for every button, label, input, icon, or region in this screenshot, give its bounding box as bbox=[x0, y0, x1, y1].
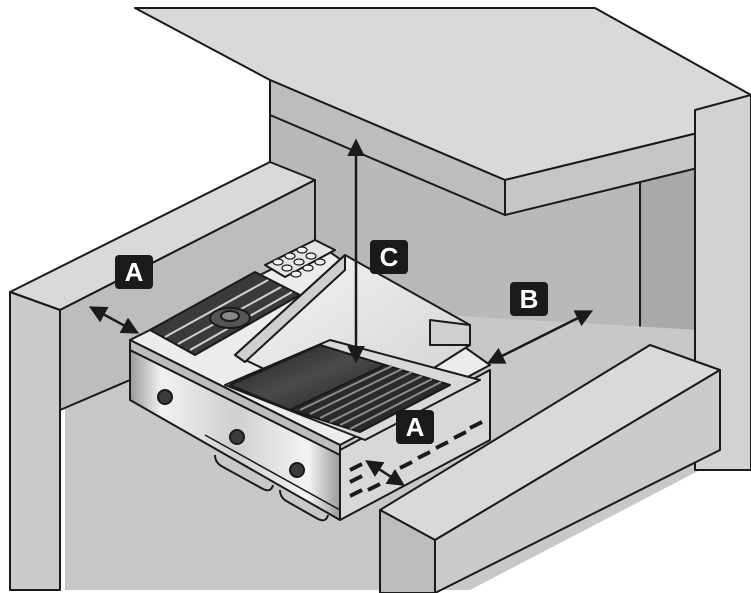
dimension-arrows bbox=[88, 138, 594, 486]
knob-right bbox=[289, 462, 305, 478]
grill-grate-bars bbox=[299, 365, 442, 430]
wind-shield-side-left bbox=[234, 254, 346, 363]
grill-top-rim bbox=[129, 339, 341, 456]
wind-shield-side-right bbox=[429, 319, 471, 346]
top-slab-side bbox=[269, 79, 506, 216]
label-a-left: A bbox=[115, 255, 153, 289]
knob-left bbox=[157, 389, 173, 405]
arrow-a-left bbox=[88, 306, 140, 334]
left-ledge-front bbox=[9, 291, 61, 591]
front-knobs bbox=[157, 389, 305, 478]
front-ledge-side bbox=[379, 509, 436, 593]
arrow-b bbox=[486, 310, 594, 364]
label-a-front-text: A bbox=[406, 412, 425, 442]
label-c-text: C bbox=[380, 242, 399, 272]
label-c: C bbox=[370, 240, 408, 274]
control-buttons bbox=[272, 246, 326, 278]
drawer-handles bbox=[204, 434, 341, 522]
label-a-front: A bbox=[396, 410, 434, 444]
label-b: B bbox=[510, 282, 548, 316]
label-a-left-text: A bbox=[125, 257, 144, 287]
side-burner-cap bbox=[220, 310, 240, 322]
arrow-a-front bbox=[365, 460, 405, 486]
knob-center bbox=[229, 429, 245, 445]
label-b-text: B bbox=[520, 284, 539, 314]
